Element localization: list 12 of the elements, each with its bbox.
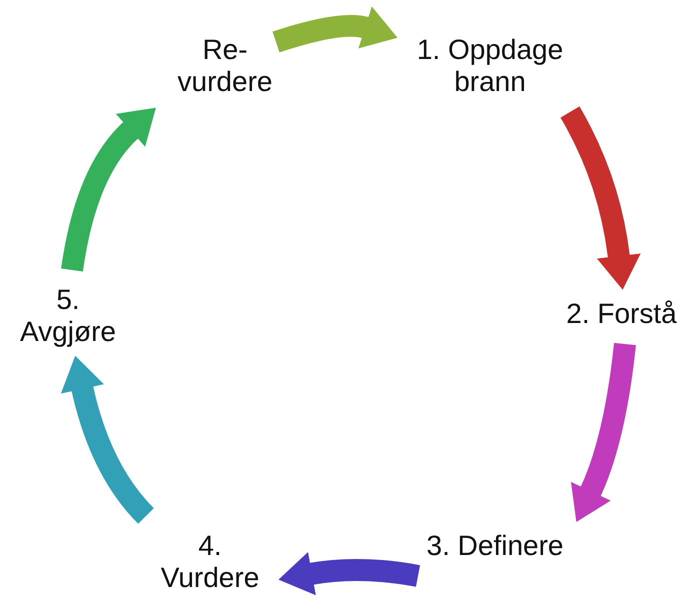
step-label: 2. Forstå — [544, 284, 699, 344]
step-label: 5. Avgjøre — [0, 270, 142, 362]
curved-arrow — [560, 106, 641, 290]
step-label: Re- vurdere — [151, 20, 299, 112]
curved-arrow — [278, 552, 420, 596]
step-label: 4. Vurdere — [136, 516, 284, 608]
step-label: 3. Definere — [411, 516, 579, 576]
curved-arrow — [570, 342, 636, 522]
curved-arrow — [61, 356, 154, 524]
step-label: 1. Oppdage brann — [391, 20, 589, 112]
curved-arrow — [61, 106, 155, 272]
curved-arrow — [272, 6, 398, 52]
